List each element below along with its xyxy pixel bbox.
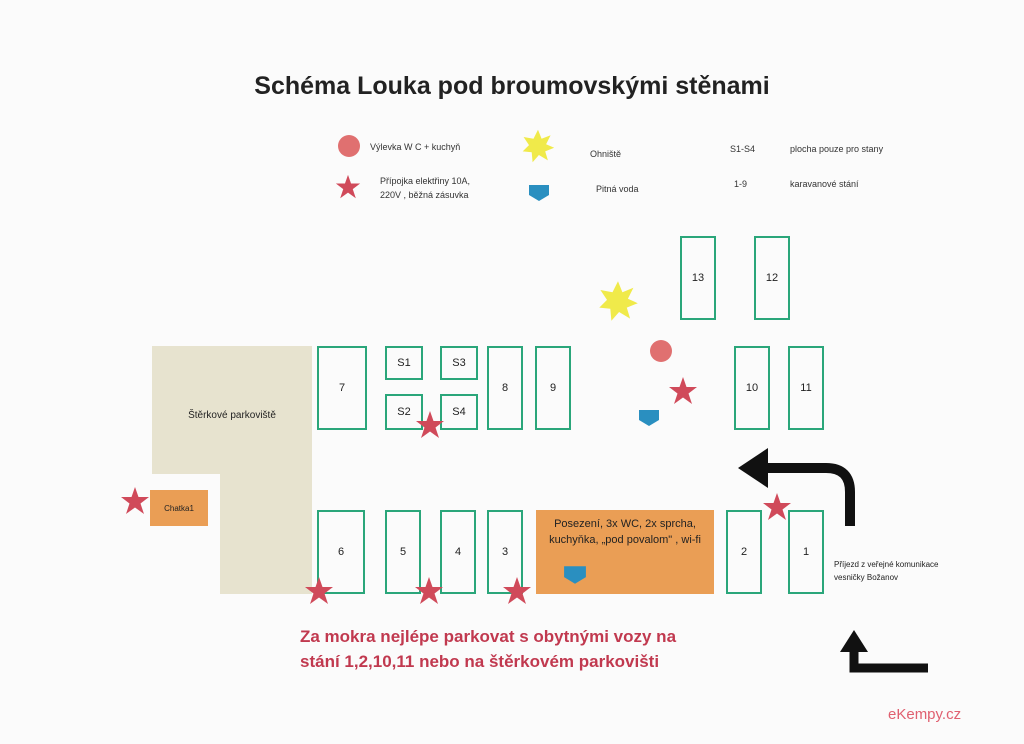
plot-13: 13 [680,236,716,320]
cabin: Chatka1 [150,490,208,526]
legend-water-label: Pitná voda [596,184,639,194]
plot-1: 1 [788,510,824,594]
plot-6: 6 [317,510,365,594]
plot-5: 5 [385,510,421,594]
plot-7: 7 [317,346,367,430]
power-star-icon [763,493,791,520]
page-title: Schéma Louka pod broumovskými stěnami [254,72,770,100]
plot-8: 8 [487,346,523,430]
tent-s4: S4 [440,394,478,430]
power-star-icon [416,411,444,438]
legend-s-code: S1-S4 [730,144,756,154]
legend-s-desc: plocha pouze pro stany [790,144,884,154]
plot-12: 12 [754,236,790,320]
legend-power-label: Přípojka elektřiny 10A, 220V , běžná zás… [380,176,471,200]
plot-4: 4 [440,510,476,594]
plot-9: 9 [535,346,571,430]
access-arrow-icon [840,630,928,673]
legend-wc-label: Výlevka W C + kuchyň [370,142,461,152]
wc-icon [650,340,672,362]
power-star-icon [503,577,531,604]
tent-s3: S3 [440,346,478,380]
wc-icon [338,135,360,157]
legend-n-code: 1-9 [734,179,748,189]
gravel-parking-lower [220,346,312,594]
legend-fire-label: Ohniště [590,149,622,159]
water-icon [529,185,549,201]
water-icon [564,566,586,584]
plot-3: 3 [487,510,523,594]
power-star-icon [335,174,361,199]
power-star-icon [121,487,149,514]
entry-arrow-icon [738,448,855,526]
gravel-parking-label: Štěrkové parkoviště [188,410,276,421]
legend-n-desc: karavanové stání [790,179,859,189]
water-icon [639,410,659,426]
tent-s1: S1 [385,346,423,380]
parking-note: Za mokra nejlépe parkovat s obytnými voz… [300,627,677,671]
watermark: eKempy.cz [888,706,962,723]
access-label: Příjezd z veřejné komunikace vesničky Bo… [834,560,939,582]
power-star-icon [415,577,443,604]
plot-11: 11 [788,346,824,430]
fire-icon [599,281,638,321]
fire-icon [522,129,555,163]
power-star-icon [305,577,333,604]
tent-s2: S2 [385,394,423,430]
plot-2: 2 [726,510,762,594]
facility-building: Posezení, 3x WC, 2x sprcha, kuchyňka, „p… [536,510,714,594]
power-star-icon [669,377,697,404]
plot-10: 10 [734,346,770,430]
